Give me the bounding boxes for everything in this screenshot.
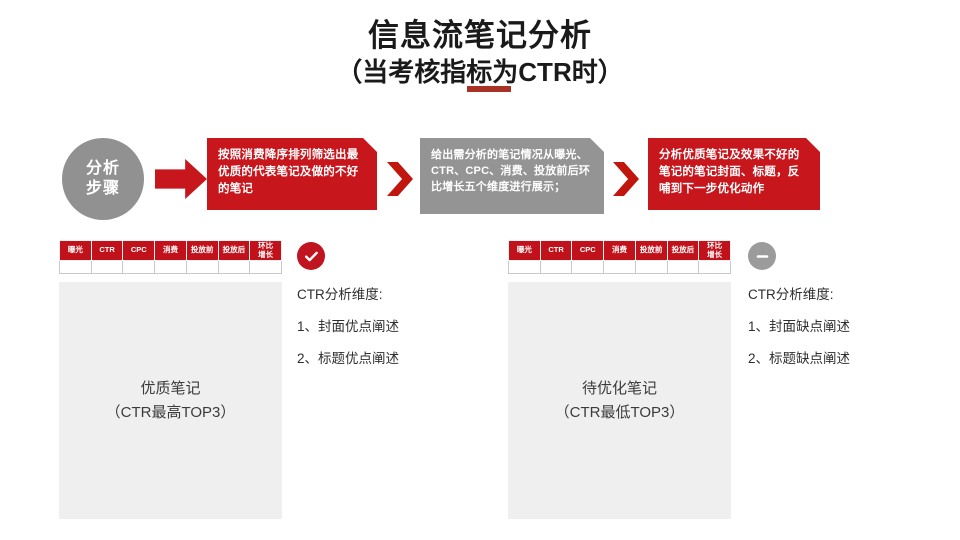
optimize-notes-caption-line-2: （CTR最低TOP3） <box>554 403 685 421</box>
table-header-growth-line-1: 环比 <box>707 240 723 250</box>
minus-icon <box>748 242 776 270</box>
table-row <box>59 260 282 274</box>
optimize-notes-caption-line-1: 待优化笔记 <box>581 380 657 398</box>
optimize-notes-placeholder: 待优化笔记 （CTR最低TOP3） <box>508 282 731 519</box>
table-cell-exposure <box>508 260 541 274</box>
table-header-row: 曝光 CTR CPC 消费 投放前 投放后 环比 增长 <box>508 240 731 261</box>
table-cell-growth <box>698 260 731 274</box>
flow-step-1-box: 按照消费降序排列筛选出最优质的代表笔记及做的不好的笔记 <box>207 138 377 210</box>
flow-step-3-box: 分析优质笔记及效果不好的笔记的笔记封面、标题，反哺到下一步优化动作 <box>648 138 820 210</box>
flow-step-2-box: 给出需分析的笔记情况从曝光、CTR、CPC、消费、投放前后环比增长五个维度进行展… <box>420 138 604 214</box>
optimize-notes-analysis: CTR分析维度: 1、封面缺点阐述 2、标题缺点阐述 <box>748 242 850 384</box>
table-header-growth: 环比 增长 <box>249 240 282 261</box>
table-cell-spend <box>603 260 636 274</box>
optimize-notes-caption: 待优化笔记 （CTR最低TOP3） <box>555 377 685 424</box>
title-main-text: 信息流笔记分析 <box>368 18 592 53</box>
table-cell-ctr <box>539 260 573 274</box>
table-header-before: 投放前 <box>185 240 219 261</box>
table-header-cpc: CPC <box>571 240 605 261</box>
optimize-note-item-1: 1、封面缺点阐述 <box>748 318 851 334</box>
title-sub-text: （当考核指标为CTR时） <box>336 56 624 93</box>
quality-note-lines: CTR分析维度: 1、封面优点阐述 2、标题优点阐述 <box>297 287 400 367</box>
right-arrow-icon <box>155 159 207 199</box>
chevron-right-icon-2 <box>613 162 639 196</box>
optimize-note-lines: CTR分析维度: 1、封面缺点阐述 2、标题缺点阐述 <box>748 287 851 367</box>
metrics-table-right: 曝光 CTR CPC 消费 投放前 投放后 环比 增长 <box>508 240 731 274</box>
table-header-growth-line-1: 环比 <box>258 240 274 250</box>
analysis-flow: 分析 步骤 按照消费降序排列筛选出最优质的代表笔记及做的不好的笔记 给出需分析的… <box>0 138 960 220</box>
table-cell-exposure <box>59 260 92 274</box>
step-badge-line-2: 步骤 <box>85 180 120 197</box>
table-cell-cpc <box>571 260 605 274</box>
quality-notes-caption-line-1: 优质笔记 <box>140 380 201 398</box>
table-header-spend: 消费 <box>154 240 187 261</box>
table-header-row: 曝光 CTR CPC 消费 投放前 投放后 环比 增长 <box>59 240 282 261</box>
quality-note-heading: CTR分析维度: <box>297 287 383 302</box>
table-cell-before <box>185 260 219 274</box>
title-underline-accent <box>467 86 511 93</box>
table-header-ctr: CTR <box>539 240 573 261</box>
optimize-notes-group: 曝光 CTR CPC 消费 投放前 投放后 环比 增长 <box>508 240 731 519</box>
page-title: 信息流笔记分析 （当考核指标为CTR时） <box>0 18 960 93</box>
table-row <box>508 260 731 274</box>
quality-notes-placeholder: 优质笔记 （CTR最高TOP3） <box>59 282 282 519</box>
table-header-growth-line-2: 增长 <box>707 249 723 259</box>
quality-notes-caption-line-2: （CTR最高TOP3） <box>105 403 236 421</box>
quality-note-item-1: 1、封面优点阐述 <box>297 318 400 334</box>
step-badge-line-1: 分析 <box>85 160 120 177</box>
table-header-exposure: 曝光 <box>59 240 92 261</box>
table-header-after: 投放后 <box>217 240 251 261</box>
table-header-ctr: CTR <box>90 240 124 261</box>
table-header-after: 投放后 <box>666 240 700 261</box>
step-badge-analysis-steps: 分析 步骤 <box>62 138 144 220</box>
optimize-note-item-2: 2、标题缺点阐述 <box>748 350 851 366</box>
table-cell-cpc <box>122 260 156 274</box>
table-cell-growth <box>249 260 282 274</box>
check-icon <box>297 242 325 270</box>
title-sub-label: （当考核指标为CTR时） <box>336 56 624 87</box>
optimize-note-heading: CTR分析维度: <box>748 287 834 302</box>
table-header-growth-line-2: 增长 <box>258 249 274 259</box>
quality-notes-group: 曝光 CTR CPC 消费 投放前 投放后 环比 增长 <box>59 240 282 519</box>
table-header-spend: 消费 <box>603 240 636 261</box>
metrics-table-left: 曝光 CTR CPC 消费 投放前 投放后 环比 增长 <box>59 240 282 274</box>
table-cell-spend <box>154 260 187 274</box>
quality-notes-caption: 优质笔记 （CTR最高TOP3） <box>106 377 236 424</box>
table-header-growth: 环比 增长 <box>698 240 731 261</box>
table-cell-after <box>217 260 251 274</box>
table-cell-before <box>634 260 668 274</box>
quality-note-item-2: 2、标题优点阐述 <box>297 350 400 366</box>
chevron-right-icon-1 <box>387 162 413 196</box>
table-cell-ctr <box>90 260 124 274</box>
table-header-exposure: 曝光 <box>508 240 541 261</box>
table-cell-after <box>666 260 700 274</box>
quality-notes-analysis: CTR分析维度: 1、封面优点阐述 2、标题优点阐述 <box>297 242 399 384</box>
table-header-before: 投放前 <box>634 240 668 261</box>
table-header-cpc: CPC <box>122 240 156 261</box>
